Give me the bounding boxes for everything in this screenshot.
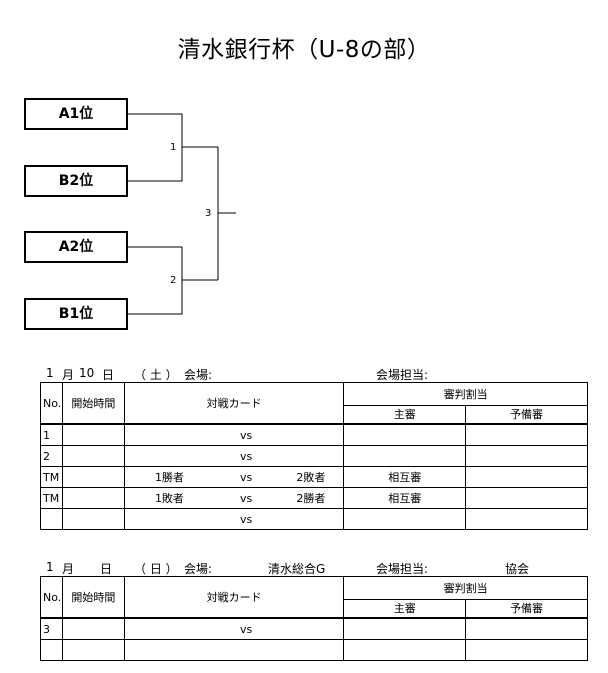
row-away <box>278 445 345 467</box>
match-label-2: 2 <box>170 275 177 286</box>
row-home <box>123 423 214 446</box>
schedule1-month-unit: 月 <box>62 368 75 382</box>
row-away <box>278 508 345 530</box>
row-reserve <box>465 487 588 509</box>
row-chief <box>343 508 467 530</box>
row-vs: vs <box>214 466 279 488</box>
header-referee: 審判割当 <box>343 576 588 600</box>
header-no: No. <box>40 382 63 425</box>
row-vs: vs <box>214 487 279 509</box>
row-no <box>40 508 63 530</box>
header-chief: 主審 <box>343 404 467 425</box>
table-row: 1 vs <box>40 423 588 446</box>
row-away: 2勝者 <box>278 487 345 509</box>
row-reserve <box>465 466 588 488</box>
row-chief <box>343 617 467 640</box>
schedule2-month: 1 <box>46 560 54 574</box>
row-no: 3 <box>40 617 63 640</box>
header-referee: 審判割当 <box>343 382 588 406</box>
row-home <box>123 508 214 530</box>
row-vs <box>214 639 279 661</box>
header-matchup: 対戦カード <box>123 382 345 425</box>
header-chief: 主審 <box>343 598 467 619</box>
table-row: TM 1勝者 vs 2敗者 相互審 <box>40 466 588 488</box>
row-chief: 相互審 <box>343 466 467 488</box>
row-away <box>278 423 345 446</box>
row-reserve <box>465 639 588 661</box>
schedule2-manager-label: 会場担当: <box>376 562 429 576</box>
team-box-b2: B2位 <box>24 165 128 197</box>
page-title: 清水銀行杯（U-8の部） <box>177 37 431 63</box>
schedule1-month: 1 <box>46 366 54 380</box>
row-no <box>40 639 63 661</box>
row-reserve <box>465 508 588 530</box>
row-time <box>61 445 125 467</box>
row-time <box>61 423 125 446</box>
table-row: 2 vs <box>40 445 588 467</box>
row-chief <box>343 423 467 446</box>
schedule1-day-unit: 日 <box>102 368 115 382</box>
row-time <box>61 508 125 530</box>
match-label-1: 1 <box>170 142 177 153</box>
row-no: 2 <box>40 445 63 467</box>
row-reserve <box>465 617 588 640</box>
row-no: 1 <box>40 423 63 446</box>
schedule1-weekday: （ 土 ） <box>134 368 178 382</box>
schedule2-day-unit: 日 <box>100 562 113 576</box>
schedule2-weekday: （ 日 ） <box>134 562 178 576</box>
schedule1-venue-label: 会場: <box>184 368 213 382</box>
schedule2-manager: 協会 <box>505 562 530 576</box>
row-no: TM <box>40 466 63 488</box>
row-time <box>61 466 125 488</box>
header-reserve: 予備審 <box>465 598 588 619</box>
row-vs: vs <box>214 423 279 446</box>
row-away <box>278 617 345 640</box>
row-home <box>123 445 214 467</box>
schedule2-venue-label: 会場: <box>184 562 213 576</box>
row-home: 1敗者 <box>123 487 214 509</box>
row-no: TM <box>40 487 63 509</box>
schedule2-table: No. 開始時間 対戦カード 審判割当 主審 予備審 3 vs <box>40 576 588 661</box>
schedule1-table: No. 開始時間 対戦カード 審判割当 主審 予備審 1 vs 2 vs TM … <box>40 382 588 530</box>
header-start-time: 開始時間 <box>61 382 125 425</box>
schedule2-month-unit: 月 <box>62 562 75 576</box>
row-home <box>123 617 214 640</box>
row-time <box>61 617 125 640</box>
row-vs: vs <box>214 508 279 530</box>
row-away <box>278 639 345 661</box>
table-row <box>40 639 588 661</box>
row-chief <box>343 639 467 661</box>
row-vs: vs <box>214 617 279 640</box>
match-label-3: 3 <box>205 208 212 219</box>
row-reserve <box>465 445 588 467</box>
row-chief: 相互審 <box>343 487 467 509</box>
row-reserve <box>465 423 588 446</box>
schedule1-day: 10 <box>79 366 95 380</box>
header-matchup: 対戦カード <box>123 576 345 619</box>
team-box-a2: A2位 <box>24 231 128 263</box>
header-start-time: 開始時間 <box>61 576 125 619</box>
table-row: TM 1敗者 vs 2勝者 相互審 <box>40 487 588 509</box>
row-vs: vs <box>214 445 279 467</box>
row-time <box>61 487 125 509</box>
team-box-b1: B1位 <box>24 298 128 330</box>
row-time <box>61 639 125 661</box>
team-box-a1: A1位 <box>24 98 128 130</box>
header-reserve: 予備審 <box>465 404 588 425</box>
schedule2-venue: 清水総合G <box>268 562 326 576</box>
row-home: 1勝者 <box>123 466 214 488</box>
schedule1-manager-label: 会場担当: <box>376 368 429 382</box>
header-no: No. <box>40 576 63 619</box>
row-away: 2敗者 <box>278 466 345 488</box>
row-chief <box>343 445 467 467</box>
table-row: vs <box>40 508 588 530</box>
table-row: 3 vs <box>40 617 588 640</box>
bracket-lines <box>128 113 236 315</box>
row-home <box>123 639 214 661</box>
